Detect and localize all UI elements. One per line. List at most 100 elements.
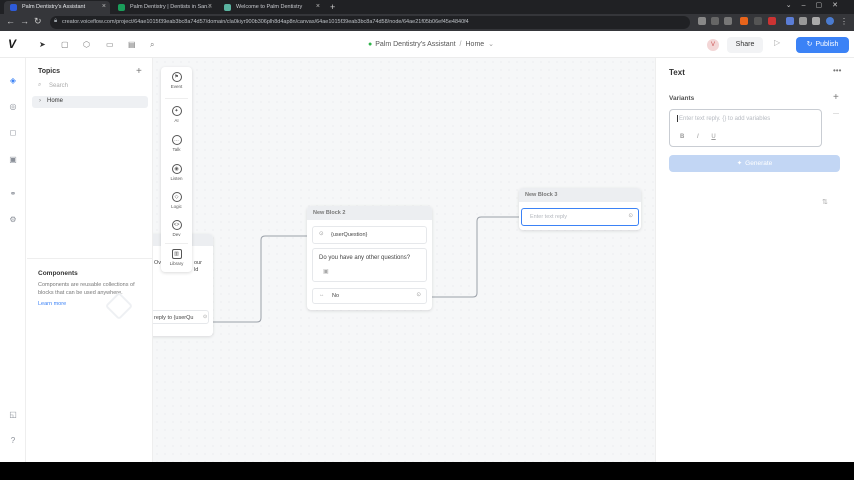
block-title[interactable]: New Block 3 — [519, 188, 641, 202]
canvas-block-3[interactable]: New Block 3 Enter text reply ⊙ — [519, 188, 641, 230]
port-icon[interactable]: ⊙ — [203, 314, 208, 320]
divider — [27, 258, 153, 259]
conversations-nav-icon[interactable]: ◻ — [9, 128, 17, 137]
search-placeholder: Search — [49, 83, 69, 89]
browser-tab-1[interactable]: Palm Dentistry's Assistant × — [4, 1, 110, 14]
tab-title: Palm Dentistry's Assistant — [22, 4, 86, 10]
event-icon: ⚑ — [171, 72, 182, 82]
share-button[interactable]: Share — [727, 37, 763, 53]
browser-tab-3[interactable]: Welcome to Palm Dentistry × — [218, 1, 324, 14]
block-step-text: Ov — [154, 260, 162, 266]
profile-avatar-icon[interactable] — [826, 17, 834, 25]
toolbox-library[interactable]: ▥ Library — [161, 246, 192, 272]
toolbox-talk[interactable]: … Talk — [161, 132, 192, 158]
publish-button[interactable]: ↻Publish — [796, 37, 849, 53]
add-variant-icon[interactable]: + — [833, 92, 839, 103]
buttons-step[interactable]: Do you have any other questions? ▣ — [312, 248, 427, 282]
search-icon[interactable]: ⌕ — [150, 40, 155, 49]
run-test-icon[interactable]: ▷ — [774, 38, 781, 47]
text-reply-step[interactable]: Enter text reply ⊙ — [521, 208, 639, 226]
forward-arrow-icon[interactable]: → — [20, 16, 29, 26]
port-icon[interactable]: ⊙ — [416, 292, 421, 298]
browser-address-bar: ← → ↻ 🔒︎ creator.voiceflow.com/project/6… — [0, 14, 854, 31]
close-icon[interactable]: × — [315, 3, 320, 10]
choice-label: No — [332, 293, 340, 299]
share-page-icon[interactable] — [711, 17, 719, 25]
topics-search-input[interactable]: ⌕ Search — [38, 82, 148, 93]
more-options-icon[interactable]: ••• — [833, 66, 842, 75]
logic-icon: ◇ — [171, 192, 182, 202]
designer-nav-icon[interactable]: ◈ — [9, 76, 17, 85]
url-field[interactable]: 🔒︎ creator.voiceflow.com/project/64ae101… — [50, 16, 690, 29]
component-tool-icon[interactable]: ⬡ — [83, 40, 90, 49]
canvas-block-2[interactable]: New Block 2 ⊙ {userQuestion} Do you have… — [307, 206, 432, 310]
block-step-text: ld — [194, 267, 199, 273]
pointer-tool-icon[interactable]: ➤ — [39, 40, 46, 49]
left-nav-rail: ◈ ◎ ◻ ▣ ⚭ ⚙ ◱ ? — [0, 58, 26, 462]
italic-button[interactable]: I — [697, 134, 699, 140]
add-topic-icon[interactable]: + — [136, 66, 142, 77]
voiceflow-logo[interactable]: V — [8, 37, 17, 51]
port-icon[interactable]: ⊙ — [628, 213, 633, 219]
bold-button[interactable]: B — [680, 134, 685, 140]
toolbox-event[interactable]: ⚑ Event — [161, 69, 192, 95]
extension-icon[interactable] — [768, 17, 776, 25]
settings-sliders-icon[interactable]: ⇅ — [822, 199, 828, 206]
whats-new-icon[interactable]: ◱ — [9, 410, 17, 419]
search-icon: ⌕ — [38, 82, 42, 88]
divider — [165, 98, 188, 99]
topics-title: Topics — [38, 68, 61, 75]
close-icon[interactable]: × — [101, 3, 106, 10]
google-lens-icon[interactable] — [698, 17, 706, 25]
extension-icon[interactable] — [786, 17, 794, 25]
topic-item-home[interactable]: › Home — [32, 96, 148, 108]
toolbox-logic[interactable]: ◇ Logic — [161, 189, 192, 215]
toolbox-label: Event — [170, 84, 183, 89]
capture-text: {userQuestion} — [331, 232, 368, 238]
content-nav-icon[interactable]: ◎ — [9, 102, 17, 111]
comment-tool-icon[interactable]: ▭ — [106, 40, 114, 49]
window-controls[interactable]: ⌄–▢✕ — [785, 2, 848, 9]
chevron-right-icon: › — [39, 98, 41, 104]
avatar[interactable]: V — [707, 39, 719, 51]
toolbox-listen[interactable]: ◉ Listen — [161, 161, 192, 187]
toolbox-ai[interactable]: ✦ AI — [161, 103, 192, 129]
flow-canvas[interactable]: Ov our ld reply to {userQu ⊙ ⚑ Event ✦ A… — [153, 58, 655, 462]
reload-icon[interactable]: ↻ — [34, 16, 42, 26]
bookmark-star-icon[interactable] — [724, 17, 732, 25]
browser-menu-icon[interactable]: ⋮ — [840, 17, 848, 26]
text-editor-panel: Text ••• Variants + Enter text reply. {}… — [655, 58, 854, 462]
toolbox-label: Library — [169, 261, 184, 266]
capture-step[interactable]: ⊙ {userQuestion} — [312, 226, 427, 244]
help-icon[interactable]: ? — [10, 436, 16, 445]
extensions-puzzle-icon[interactable] — [799, 17, 807, 25]
extension-icon[interactable] — [740, 17, 748, 25]
analytics-nav-icon[interactable]: ▣ — [9, 155, 17, 164]
input-placeholder: Enter text reply. {} to add variables — [679, 116, 771, 123]
extension-icon[interactable] — [754, 17, 762, 25]
close-icon[interactable]: × — [207, 3, 212, 10]
back-arrow-icon[interactable]: ← — [6, 16, 15, 26]
ai-icon: ✦ — [171, 106, 182, 116]
text-reply-input[interactable]: Enter text reply. {} to add variables — [669, 109, 822, 147]
connection-line[interactable] — [423, 216, 519, 298]
settings-nav-icon[interactable]: ⚙ — [9, 215, 17, 224]
learn-more-link[interactable]: Learn more — [38, 301, 67, 307]
project-name: Palm Dentistry's Assistant — [375, 41, 456, 48]
integrations-nav-icon[interactable]: ⚭ — [9, 189, 17, 198]
browser-tab-2[interactable]: Palm Dentistry | Dentists in San... × — [112, 1, 216, 14]
remove-variant-icon[interactable]: — — [833, 111, 839, 117]
connection-line[interactable] — [211, 235, 307, 323]
toolbox-dev[interactable]: <> Dev — [161, 217, 192, 243]
block-step-reply[interactable]: reply to {userQu — [153, 310, 209, 324]
new-tab-icon[interactable]: + — [330, 2, 336, 12]
sidebar-toggle-icon[interactable] — [812, 17, 820, 25]
capture-icon: ⊙ — [319, 231, 324, 237]
generate-button[interactable]: ✦Generate — [669, 155, 840, 172]
block-tool-icon[interactable]: ▢ — [61, 40, 69, 49]
block-title[interactable]: New Block 2 — [307, 206, 432, 220]
markup-tool-icon[interactable]: ▤ — [128, 40, 136, 49]
project-breadcrumb[interactable]: ●Palm Dentistry's Assistant/Home ⌄ — [368, 40, 494, 48]
choice-no[interactable]: ↔ No ⊙ — [312, 288, 427, 304]
underline-button[interactable]: U — [711, 134, 716, 140]
